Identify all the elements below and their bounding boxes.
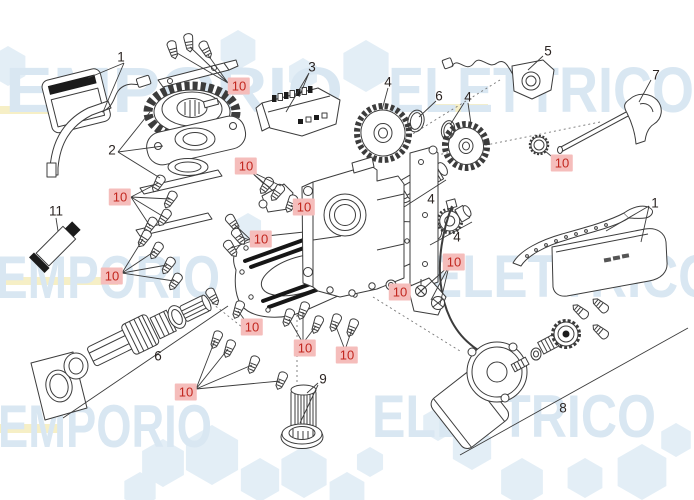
- part-8-motor-drawing: [430, 198, 611, 449]
- watermark-word: EMPORIO: [0, 393, 212, 460]
- part-10-fasteners-drawing: [134, 32, 447, 392]
- part-7-release-lever-drawing: [557, 93, 662, 154]
- gearbox-housing-drawing: [301, 145, 439, 298]
- part-3-terminal-block-drawing: [255, 86, 341, 137]
- knurled-nut-drawing: [528, 134, 550, 156]
- part-9-coupling-drawing: [280, 384, 324, 449]
- part-11-grease-tube-drawing: [29, 221, 81, 273]
- part-6-output-shaft-drawing: [30, 294, 212, 421]
- fastener-leader-lines: [121, 46, 557, 390]
- guard-logo-marks: [603, 253, 630, 263]
- leader-lines: [55, 46, 689, 456]
- part-5-limit-switch-drawing: [441, 57, 555, 100]
- diagram-line-art: [29, 32, 689, 456]
- part-2-crown-gear-assembly-drawing: [143, 59, 247, 176]
- part-1-right-guard-drawing: [512, 205, 668, 297]
- part-1-left-panel-drawing: [41, 68, 152, 178]
- plain-leader-lines: [55, 55, 689, 456]
